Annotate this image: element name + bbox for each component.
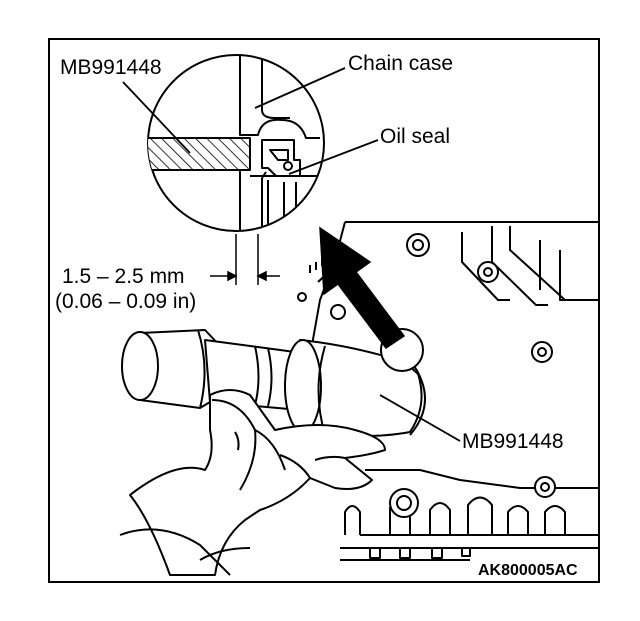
figure-code: AK800005AC [478,562,578,579]
bolt-head [477,261,499,283]
leader-lines [122,67,461,442]
dimension-markers [210,234,280,285]
callout-depth-in: (0.06 – 0.09 in) [55,290,196,313]
installer-tool [121,329,426,437]
bolt-head [406,233,430,257]
diagram-frame [48,38,600,583]
callout-tool-top: MB991448 [60,56,162,79]
bolt-head [531,341,553,363]
leader-tool-bottom [379,394,461,442]
callout-chain-case: Chain case [348,52,453,75]
bolt-heads [297,233,556,518]
sleeve [119,528,251,576]
bolt-head [534,476,556,498]
leader-tool-top [122,81,191,154]
bolt-head [389,488,419,518]
detail-magnifier [147,54,325,232]
detail-arrow [319,226,406,350]
technician-hand [129,389,386,576]
leader-oil-seal [288,139,379,175]
bolt-head [330,304,346,320]
chain-case-wall [239,55,320,139]
callout-oil-seal: Oil seal [380,125,450,148]
crankshaft-section [148,137,251,171]
bolt-head [297,292,307,302]
callout-tool-bottom: MB991448 [462,430,564,453]
leader-chain-case [254,67,346,109]
callout-depth-mm: 1.5 – 2.5 mm [62,265,185,288]
